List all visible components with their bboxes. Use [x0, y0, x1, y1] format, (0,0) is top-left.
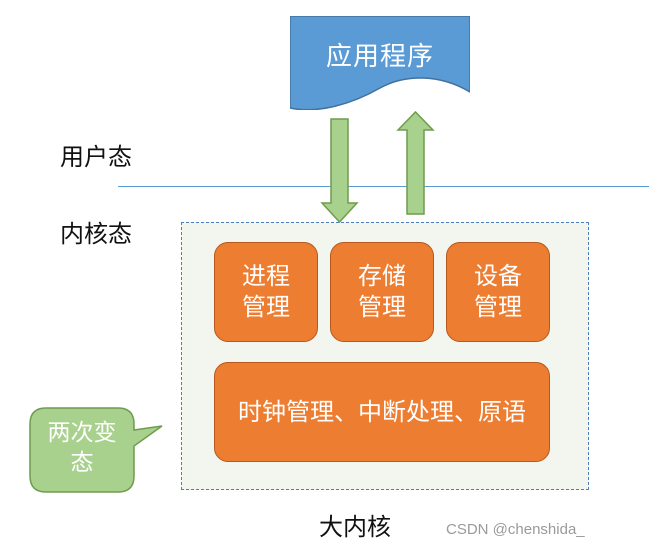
kernel-mode-label: 内核态 [60, 220, 132, 248]
storage-management-label: 存储管理 [357, 262, 406, 321]
user-mode-label: 用户态 [60, 143, 132, 171]
application-shape [290, 16, 470, 110]
up-arrow [396, 110, 435, 215]
core-functions-label: 时钟管理、中断处理、原语 [238, 398, 526, 426]
callout-shape [29, 407, 163, 493]
callout-bubble [29, 407, 163, 493]
kernel-caption: 大内核 [319, 513, 391, 541]
application-label: 应用程序 [325, 42, 434, 72]
device-management-box: 设备管理 [446, 242, 550, 342]
application-box [290, 16, 470, 110]
core-functions-box: 时钟管理、中断处理、原语 [214, 362, 550, 462]
storage-management-box: 存储管理 [330, 242, 434, 342]
device-management-label: 设备管理 [473, 262, 522, 321]
process-management-box: 进程管理 [214, 242, 318, 342]
mode-separator-line [118, 186, 649, 187]
watermark-text: CSDN @chenshida_ [446, 521, 585, 538]
process-management-label: 进程管理 [241, 262, 290, 321]
callout-label: 两次变态 [47, 420, 117, 476]
down-arrow [320, 118, 359, 224]
